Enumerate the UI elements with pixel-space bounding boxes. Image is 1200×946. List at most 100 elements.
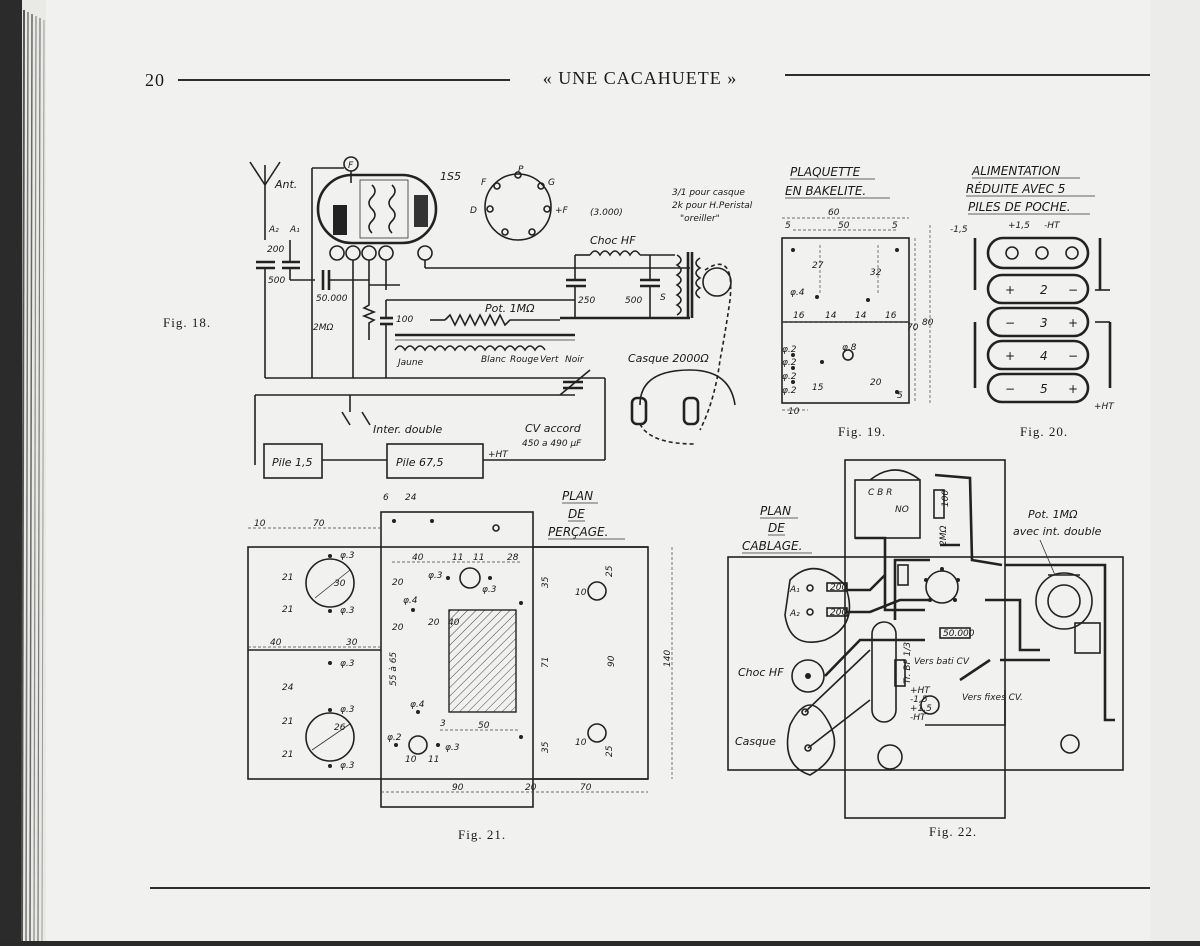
svg-text:φ.4: φ.4 <box>790 288 805 298</box>
svg-text:+F: +F <box>555 206 569 216</box>
svg-text:CV accord: CV accord <box>525 422 582 435</box>
svg-text:(3.000): (3.000) <box>590 208 623 218</box>
svg-text:+: + <box>1005 349 1015 363</box>
svg-text:-1,5: -1,5 <box>950 225 968 235</box>
svg-text:+1,5: +1,5 <box>1008 221 1030 231</box>
svg-text:−: − <box>1068 349 1078 363</box>
svg-text:2: 2 <box>1040 283 1048 297</box>
fig22-pot <box>1035 572 1101 654</box>
svg-text:1S5: 1S5 <box>440 170 461 183</box>
svg-text:50.000: 50.000 <box>316 294 348 304</box>
svg-text:4: 4 <box>1040 349 1048 363</box>
svg-text:Pile 1,5: Pile 1,5 <box>272 456 313 469</box>
svg-text:PERÇAGE.: PERÇAGE. <box>548 525 608 539</box>
svg-text:500: 500 <box>268 276 285 286</box>
svg-text:Fig. 20.: Fig. 20. <box>1020 424 1068 439</box>
svg-text:20: 20 <box>392 578 404 588</box>
svg-text:100: 100 <box>941 490 951 507</box>
svg-text:φ.3: φ.3 <box>340 659 355 669</box>
svg-text:11: 11 <box>452 553 463 563</box>
svg-text:φ.2: φ.2 <box>782 372 797 382</box>
svg-text:A₁: A₁ <box>789 585 800 595</box>
svg-text:15: 15 <box>812 383 824 393</box>
svg-text:100: 100 <box>396 315 413 325</box>
svg-text:Fig. 21.: Fig. 21. <box>458 827 506 842</box>
svg-text:−: − <box>1005 382 1015 396</box>
svg-text:50: 50 <box>478 721 490 731</box>
svg-text:28: 28 <box>507 553 519 563</box>
svg-text:Choc HF: Choc HF <box>738 666 784 679</box>
svg-text:70: 70 <box>907 323 919 333</box>
svg-text:50: 50 <box>838 221 850 231</box>
fig22-plan-de-cablage: PLAN DE CABLAGE. C B R NO 100 2MΩ 50.000… <box>727 459 1124 839</box>
svg-text:35: 35 <box>541 741 551 753</box>
svg-text:50.000: 50.000 <box>943 629 975 639</box>
svg-text:NO: NO <box>895 505 909 515</box>
svg-text:11: 11 <box>473 553 484 563</box>
svg-text:80: 80 <box>922 318 934 328</box>
svg-text:21: 21 <box>282 573 293 583</box>
svg-text:Choc HF: Choc HF <box>590 234 636 247</box>
svg-text:40: 40 <box>270 638 282 648</box>
svg-text:φ.3: φ.3 <box>482 585 497 595</box>
svg-text:60: 60 <box>828 208 840 218</box>
svg-text:Inter. double: Inter. double <box>373 423 443 436</box>
svg-text:Casque: Casque <box>735 735 776 748</box>
svg-text:Fig. 22.: Fig. 22. <box>929 824 977 839</box>
svg-text:+HT: +HT <box>488 450 509 460</box>
svg-text:Vers bati CV: Vers bati CV <box>914 657 970 667</box>
svg-text:25: 25 <box>605 745 615 757</box>
svg-text:24: 24 <box>405 493 417 503</box>
svg-text:10: 10 <box>575 738 587 748</box>
svg-text:+: + <box>1068 316 1078 330</box>
svg-text:A₂: A₂ <box>268 225 279 235</box>
svg-text:φ.2: φ.2 <box>387 733 402 743</box>
svg-text:φ.3: φ.3 <box>340 761 355 771</box>
svg-text:φ.3: φ.3 <box>340 705 355 715</box>
running-title: « UNE CACAHUETE » <box>543 68 738 88</box>
antenna-terminals <box>784 567 851 643</box>
svg-text:DE: DE <box>768 521 785 535</box>
svg-text:-HT: -HT <box>1044 221 1061 231</box>
svg-text:30: 30 <box>334 579 346 589</box>
svg-text:P: P <box>518 165 524 175</box>
svg-text:−: − <box>1005 316 1015 330</box>
svg-text:24: 24 <box>282 683 294 693</box>
svg-text:250: 250 <box>578 296 595 306</box>
svg-text:14: 14 <box>855 311 867 321</box>
svg-text:-HT: -HT <box>910 713 927 723</box>
svg-text:Jaune: Jaune <box>396 358 424 368</box>
svg-text:Rouge: Rouge <box>510 355 539 365</box>
tube-1s5 <box>316 173 438 245</box>
svg-text:14: 14 <box>825 311 837 321</box>
svg-text:32: 32 <box>870 268 882 278</box>
svg-text:3/1 pour casque: 3/1 pour casque <box>672 188 745 198</box>
svg-text:Pot. 1MΩ: Pot. 1MΩ <box>1028 508 1078 521</box>
svg-text:Fig. 19.: Fig. 19. <box>838 424 886 439</box>
svg-text:+HT: +HT <box>910 686 931 696</box>
page-edge-stack <box>21 9 45 942</box>
svg-text:20: 20 <box>428 618 440 628</box>
svg-text:11: 11 <box>428 755 439 765</box>
svg-text:"oreiller": "oreiller" <box>680 214 720 224</box>
svg-text:10: 10 <box>575 588 587 598</box>
svg-text:90: 90 <box>452 783 464 793</box>
svg-text:φ.3: φ.3 <box>340 606 355 616</box>
svg-text:F: F <box>481 178 487 188</box>
svg-text:16: 16 <box>793 311 805 321</box>
svg-text:Blanc: Blanc <box>481 355 506 365</box>
svg-text:200: 200 <box>267 245 284 255</box>
svg-text:-1,5: -1,5 <box>910 695 928 705</box>
svg-text:90: 90 <box>607 655 617 667</box>
svg-text:26: 26 <box>334 723 346 733</box>
svg-text:5: 5 <box>785 221 791 231</box>
svg-text:−: − <box>1068 283 1078 297</box>
svg-text:C B R: C B R <box>868 488 892 498</box>
svg-text:S: S <box>660 293 666 303</box>
svg-text:40: 40 <box>412 553 424 563</box>
svg-text:20: 20 <box>870 378 882 388</box>
svg-text:φ.3: φ.3 <box>340 551 355 561</box>
svg-text:Tr. BF 1/3: Tr. BF 1/3 <box>903 642 913 684</box>
svg-text:avec int. double: avec int. double <box>1013 525 1102 538</box>
svg-text:ALIMENTATION: ALIMENTATION <box>971 164 1060 178</box>
